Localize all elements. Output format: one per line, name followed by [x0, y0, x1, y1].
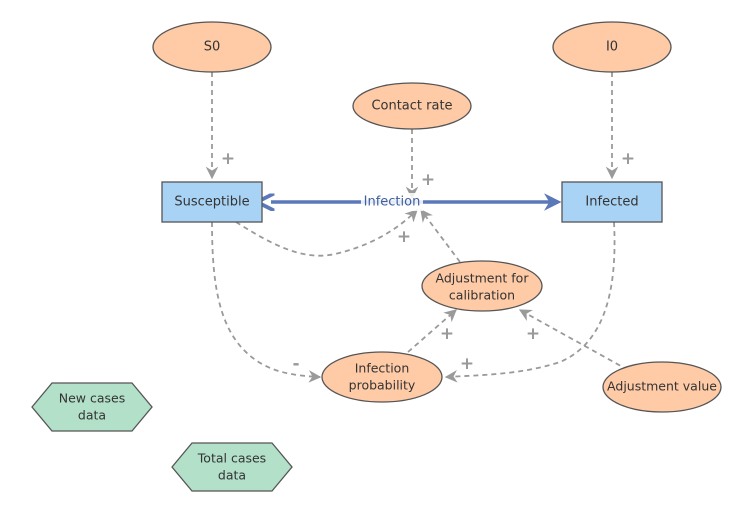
link-susceptible-to-infection — [235, 209, 418, 257]
data-new-cases-label-line1: New cases — [59, 391, 126, 406]
link-infection-probability-to-adjustment — [407, 309, 457, 353]
stock-infected-label: Infected — [585, 195, 638, 210]
stock-susceptible[interactable]: Susceptible — [161, 181, 263, 223]
polarity-contact-rate-infection: + — [421, 170, 435, 190]
node-s0[interactable]: S0 — [152, 21, 272, 73]
node-adjustment-for-calibration[interactable]: Adjustment for calibration — [421, 260, 543, 312]
infection-flow-label-bg — [361, 193, 423, 211]
polarity-s0-susceptible: + — [221, 149, 235, 169]
node-s0-label: S0 — [204, 40, 221, 55]
node-i0[interactable]: I0 — [552, 21, 672, 73]
node-contact-rate-label: Contact rate — [371, 99, 452, 114]
polarity-adjustment-value-adjustment: + — [526, 324, 540, 344]
polarity-infected-infection-probability: + — [460, 354, 474, 374]
link-infected-to-infection-probability — [444, 221, 616, 383]
data-total-cases-label-line2: data — [218, 468, 246, 483]
node-adjustment-value[interactable]: Adjustment value — [602, 361, 722, 413]
data-new-cases-label-line2: data — [78, 408, 106, 423]
polarity-probability-adjustment: + — [440, 324, 454, 344]
data-new-cases[interactable]: New cases data — [31, 382, 153, 432]
data-total-cases[interactable]: Total cases data — [171, 442, 293, 492]
data-total-cases-label-line1: Total cases — [197, 451, 266, 466]
node-infection-probability-label-line2: probability — [349, 378, 416, 393]
polarity-i0-infected: + — [621, 149, 635, 169]
node-contact-rate[interactable]: Contact rate — [352, 82, 472, 130]
node-infection-probability-label-line1: Infection — [355, 361, 410, 376]
stock-infected[interactable]: Infected — [561, 181, 663, 223]
node-adjustment-for-calibration-label-line2: calibration — [449, 288, 515, 303]
link-adjustment-to-infection — [420, 208, 461, 263]
node-adjustment-for-calibration-label-line1: Adjustment for — [436, 271, 530, 286]
polarity-susceptible-infection-probability: - — [292, 354, 299, 374]
node-infection-probability[interactable]: Infection probability — [321, 351, 443, 403]
infection-flow-label[interactable]: Infection — [364, 195, 421, 210]
link-susceptible-to-infection-probability — [211, 221, 322, 383]
node-adjustment-value-label: Adjustment value — [607, 379, 717, 394]
polarity-susceptible-infection: + — [397, 227, 411, 247]
node-i0-label: I0 — [606, 40, 618, 55]
link-adjustment-value-to-adjustment — [518, 309, 629, 371]
stock-susceptible-label: Susceptible — [174, 195, 249, 210]
